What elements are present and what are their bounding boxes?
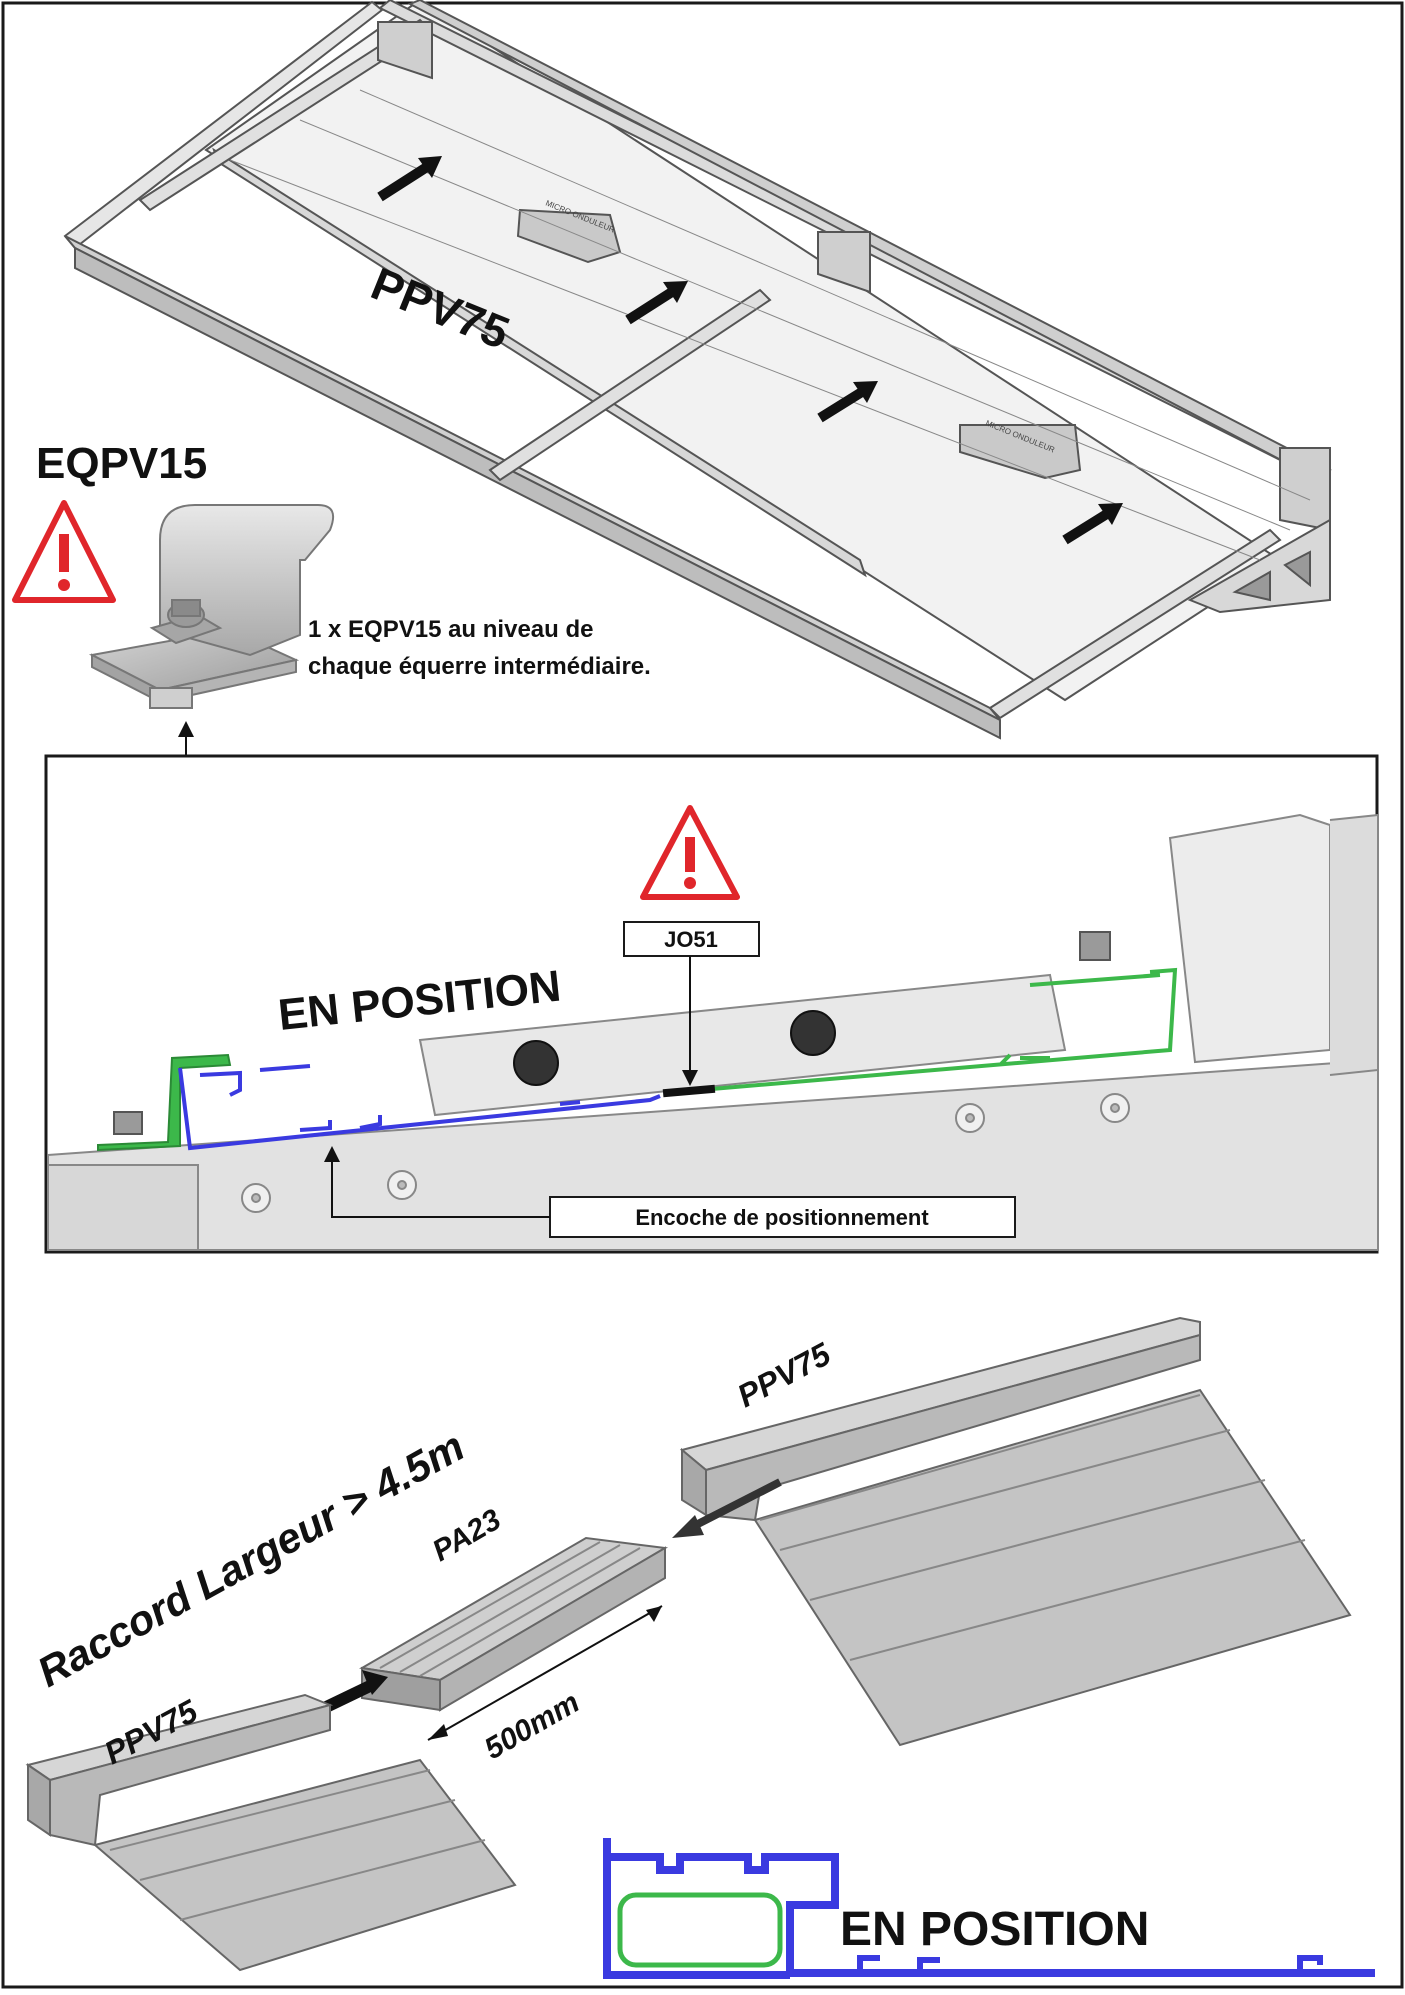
ppv75-right-profile (679, 1316, 1352, 1747)
jo51-label: JO51 (664, 927, 718, 952)
detail-profile-drawing (47, 813, 1379, 1251)
arrow-icon (817, 381, 878, 423)
dimension-line (427, 1605, 663, 1741)
section-view (603, 1838, 1375, 1979)
frame-assembly (63, 0, 1332, 740)
ppv75-left-profile (25, 1693, 517, 1972)
arrow-icon (672, 1478, 782, 1538)
eqpv15-note-line2: chaque équerre intermédiaire. (308, 653, 651, 680)
eqpv15-note-line1: 1 x EQPV15 au niveau de (308, 616, 593, 643)
arrow-icon (625, 281, 688, 325)
jo51-label-box (623, 921, 760, 957)
eqpv15-title: EQPV15 (36, 439, 207, 488)
pa23-bar (359, 1536, 669, 1712)
encoche-pointer (324, 1146, 550, 1218)
length-500-label: 500mm (479, 1686, 585, 1766)
ppv75-right-label: PPV75 (731, 1335, 837, 1414)
encoche-label: Encoche de positionnement (635, 1205, 929, 1230)
eqpv15-bracket-drawing (88, 504, 334, 709)
push-arrows (377, 156, 1123, 545)
arrow-icon (377, 156, 442, 202)
en-position-bottom-label: EN POSITION (840, 1903, 1149, 1956)
warning-triangle-icon (12, 500, 116, 603)
pa23-label: PA23 (427, 1503, 507, 1568)
warning-triangle-icon (640, 805, 740, 900)
arrow-icon (1062, 503, 1123, 545)
